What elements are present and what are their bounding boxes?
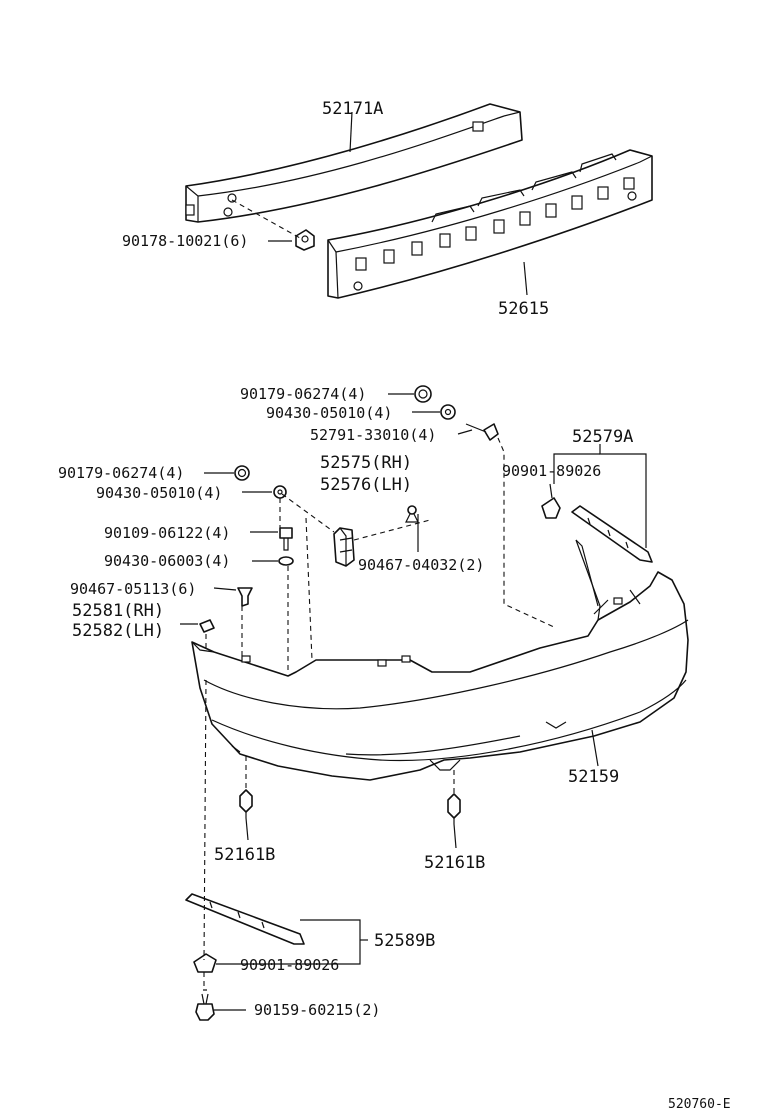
side-bolt[interactable]	[279, 527, 293, 551]
label-side-flange-nut: 90179-06274(4)	[58, 464, 184, 482]
label-reinforcement: 52171A	[322, 99, 383, 119]
bumper-reinforcement[interactable]	[185, 103, 523, 223]
flat-washer[interactable]	[278, 556, 294, 566]
upper-flange-nut[interactable]	[414, 385, 432, 403]
label-side-washer: 90430-05010(4)	[96, 484, 222, 502]
lower-clip-left[interactable]	[239, 789, 253, 818]
label-lower-retainer-clip: 90901-89026	[240, 956, 339, 974]
label-push-clip: 90467-05113(6)	[70, 580, 196, 598]
upper-nut[interactable]	[295, 229, 315, 251]
side-retainer[interactable]	[571, 505, 653, 563]
side-bracket[interactable]	[333, 527, 355, 567]
label-lower-screw: 90159-60215(2)	[254, 1001, 380, 1019]
lower-screw[interactable]	[195, 989, 215, 1021]
label-seal-rh: 52581(RH)	[72, 601, 164, 621]
label-bracket-lh: 52576(LH)	[320, 475, 412, 495]
label-side-clip: 90467-04032(2)	[358, 556, 484, 574]
push-clip[interactable]	[237, 587, 253, 607]
lower-clip-right[interactable]	[447, 793, 461, 824]
energy-absorber[interactable]	[327, 149, 653, 299]
label-upper-retainer-clip: 90901-89026	[502, 462, 601, 480]
label-stud-bolt: 52791-33010(4)	[310, 426, 436, 444]
absorber-pockets	[355, 177, 635, 271]
side-seal[interactable]	[199, 619, 215, 633]
label-upper-nut: 90178-10021(6)	[122, 232, 248, 250]
label-lower-clip-right: 52161B	[424, 853, 485, 873]
label-flat-washer: 90430-06003(4)	[104, 552, 230, 570]
label-bracket-rh: 52575(RH)	[320, 453, 412, 473]
side-clip[interactable]	[405, 505, 419, 523]
label-upper-washer: 90430-05010(4)	[266, 404, 392, 422]
upper-retainer-clip[interactable]	[541, 483, 561, 519]
stud-bolt[interactable]	[465, 423, 499, 441]
figure-code: 520760-E	[668, 1097, 731, 1112]
label-upper-flange-nut: 90179-06274(4)	[240, 385, 366, 403]
label-lower-clip-left: 52161B	[214, 845, 275, 865]
label-side-bolt: 90109-06122(4)	[104, 524, 230, 542]
label-absorber: 52615	[498, 299, 549, 319]
label-lower-retainer: 52589B	[374, 931, 435, 951]
label-seal-lh: 52582(LH)	[72, 621, 164, 641]
side-flange-nut[interactable]	[234, 465, 250, 481]
bumper-cover[interactable]	[191, 539, 689, 781]
label-side-retainer: 52579A	[572, 427, 633, 447]
lower-retainer-clip[interactable]	[193, 953, 217, 973]
upper-washer[interactable]	[440, 404, 456, 420]
lower-retainer[interactable]	[185, 893, 305, 945]
label-bumper-cover: 52159	[568, 767, 619, 787]
